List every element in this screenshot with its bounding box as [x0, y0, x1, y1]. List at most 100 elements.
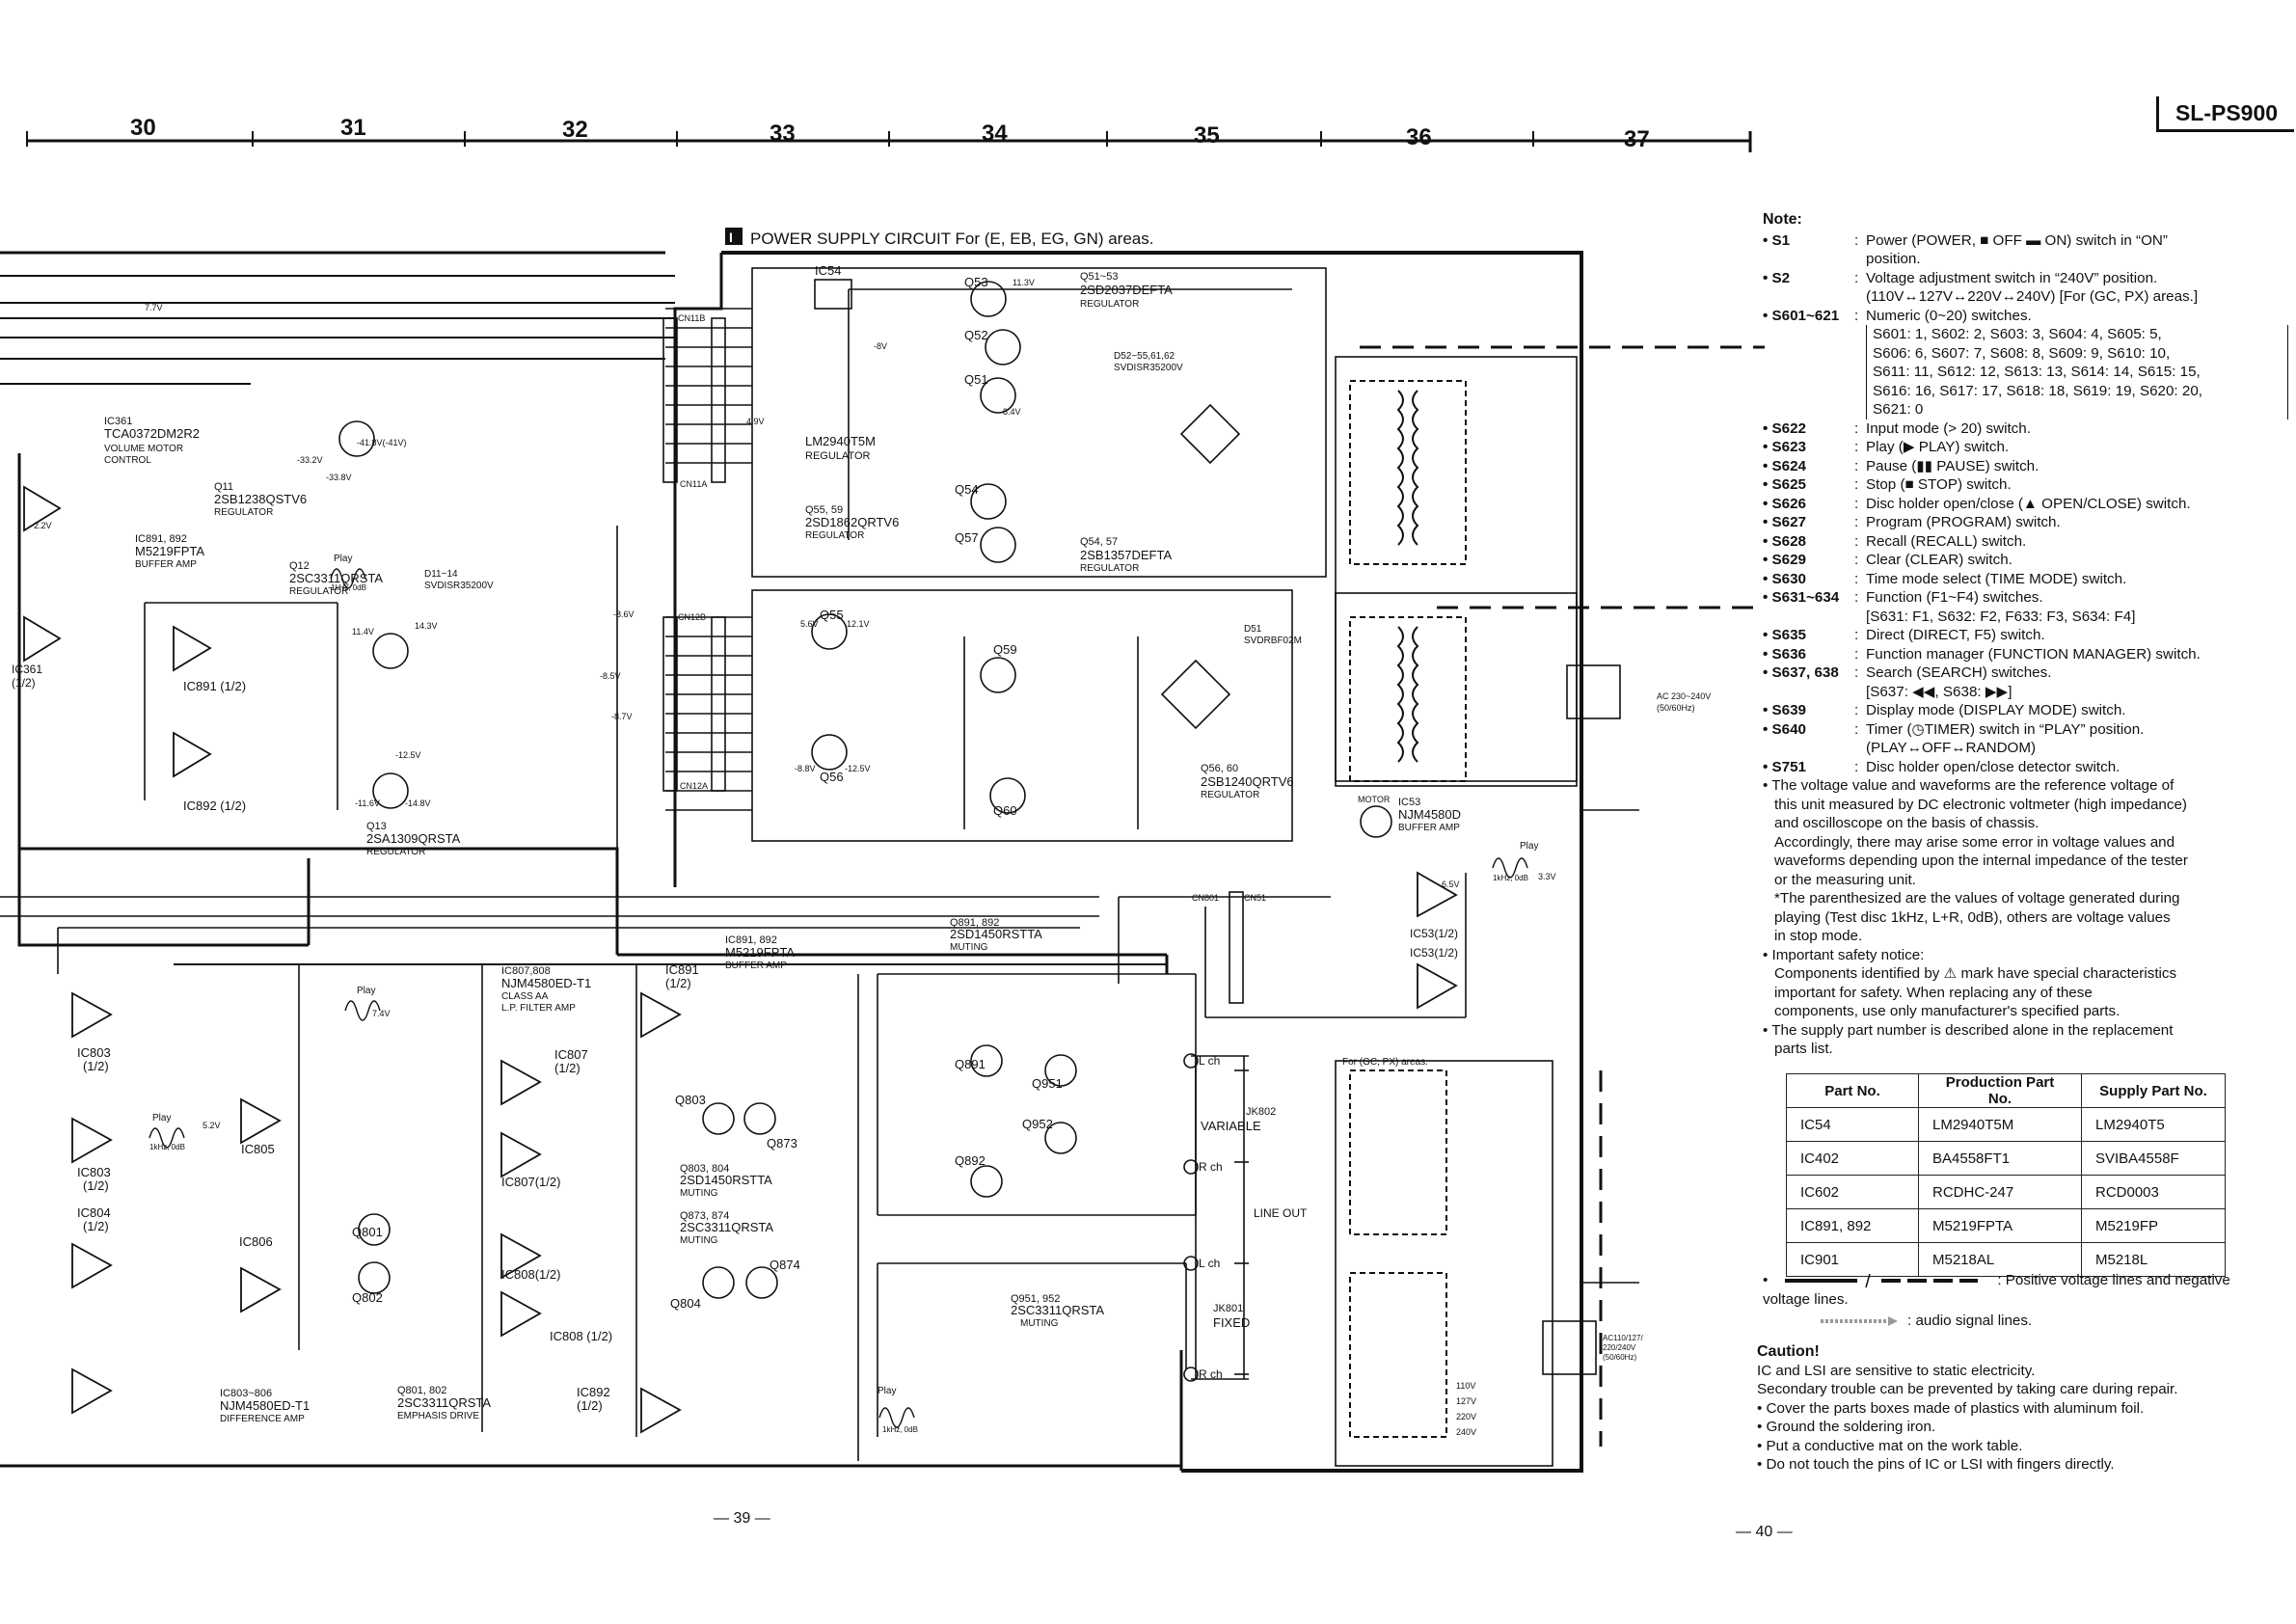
- opamp-ic807b: [500, 1131, 542, 1178]
- label-ic892b: IC892: [577, 1385, 610, 1399]
- label-q51: Q51: [964, 372, 988, 387]
- label-ic807-808: IC807,808: [501, 965, 551, 977]
- label-ic891-892: M5219FPTA: [135, 544, 204, 558]
- label-q951-952: 2SC3311QRSTA: [1011, 1303, 1104, 1317]
- transistor-q53: [970, 281, 1007, 317]
- numeric-switch-list: S601: 1, S602: 2, S603: 3, S604: 4, S605…: [1866, 325, 2288, 420]
- table-cell: IC402: [1786, 1141, 1919, 1176]
- label-q55-59: Q55, 59: [805, 504, 843, 516]
- table-cell: IC901: [1786, 1242, 1919, 1277]
- circuit-wiring: [0, 267, 1639, 1467]
- table-cell: IC602: [1786, 1175, 1919, 1209]
- label-q57: Q57: [955, 530, 979, 545]
- label-ic806: IC806: [239, 1234, 273, 1249]
- label-ic805: IC805: [241, 1142, 275, 1156]
- label-q55: Q55: [820, 608, 844, 622]
- label-ic804: (1/2): [83, 1219, 109, 1233]
- label-q56-60: REGULATOR: [1201, 790, 1259, 800]
- voltage-label: 6.5V: [1442, 880, 1460, 889]
- label-ic803-806: IC803~806: [220, 1388, 272, 1399]
- label-play: Play: [357, 986, 375, 996]
- note-text: Pause (▮▮ PAUSE) switch.: [1866, 457, 2039, 474]
- note-para: parts list.: [1774, 1041, 1833, 1057]
- motor-symbol: [1360, 805, 1392, 838]
- note-key: • S625: [1763, 476, 1807, 493]
- grid-number: 37: [1624, 126, 1650, 152]
- label-q891-892: Q891, 892: [950, 917, 999, 929]
- transformer-symbol: [1349, 380, 1467, 1438]
- note-para: components, use only manufacturer's spec…: [1774, 1003, 2120, 1019]
- note-text: Direct (DIRECT, F5) switch.: [1866, 627, 2045, 643]
- note-item: • S636:Function manager (FUNCTION MANAGE…: [1763, 645, 2288, 664]
- note-item: • S624:Pause (▮▮ PAUSE) switch.: [1763, 457, 2288, 476]
- note-item: • S627:Program (PROGRAM) switch.: [1763, 513, 2288, 532]
- note-para: waveforms depending upon the internal im…: [1774, 853, 2188, 869]
- note-item: • S631~634:Function (F1~F4) switches.[S6…: [1763, 588, 2288, 626]
- label-ic54-desc: REGULATOR: [805, 450, 870, 462]
- label-q54-57: REGULATOR: [1080, 563, 1139, 574]
- connector-cn11b: [662, 317, 678, 483]
- note-item: • S623:Play (▶ PLAY) switch.: [1763, 438, 2288, 457]
- label-r-ch: R ch: [1199, 1160, 1223, 1174]
- table-header: Supply Part No.: [2081, 1073, 2226, 1108]
- table-row: IC602 RCDHC-247 RCD0003: [1786, 1175, 2226, 1209]
- transistor-q12: [372, 633, 409, 669]
- grid-number: 33: [770, 121, 796, 147]
- connector-cn12a: [711, 616, 726, 792]
- note-text: position.: [1866, 251, 1921, 267]
- transistor-q55: [811, 613, 848, 650]
- label-q56-60: Q56, 60: [1201, 763, 1238, 774]
- opamp-ic361b: [23, 615, 62, 663]
- label-connector: CN51: [1244, 893, 1266, 903]
- transistor-q57: [980, 527, 1016, 563]
- note-para: or the measuring unit.: [1774, 871, 1916, 888]
- label-ac-in2: (50/60Hz): [1603, 1353, 1636, 1362]
- table-cell: M5218L: [2081, 1242, 2226, 1277]
- label-q892: Q892: [955, 1153, 986, 1168]
- note-item: • S628:Recall (RECALL) switch.: [1763, 532, 2288, 552]
- voltage-label: 5.2V: [203, 1121, 221, 1130]
- note-item: • S601~621: Numeric (0~20) switches.: [1763, 307, 2288, 326]
- label-ic361: TCA0372DM2R2: [104, 426, 200, 441]
- note-para: playing (Test disc 1kHz, L+R, 0dB), othe…: [1774, 908, 2171, 926]
- table-cell: IC54: [1786, 1107, 1919, 1142]
- note-item: • S639:Display mode (DISPLAY MODE) switc…: [1763, 701, 2288, 720]
- connector-jk1: [1566, 664, 1621, 719]
- label-ic53: IC53: [1398, 797, 1420, 808]
- note-key: • S627: [1763, 514, 1807, 530]
- grid-number: 31: [340, 115, 366, 141]
- label-ic53-1: IC53(1/2): [1410, 927, 1458, 940]
- voltage-label: 7.4V: [372, 1009, 391, 1018]
- label-q13: 2SA1309QRSTA: [366, 831, 461, 846]
- label-q54-57: Q54, 57: [1080, 536, 1118, 548]
- page-number-right: — 40 —: [1736, 1524, 1793, 1540]
- note-text: S601: 1, S602: 2, S603: 3, S604: 4, S605…: [1873, 326, 2162, 342]
- label-d11-14: SVDISR35200V: [424, 581, 494, 591]
- note-text: Stop (■ STOP) switch.: [1866, 476, 2012, 493]
- label-ic803-806: DIFFERENCE AMP: [220, 1414, 305, 1424]
- voltage-label: -33.2V: [297, 455, 323, 465]
- note-text: S611: 11, S612: 12, S613: 13, S614: 14, …: [1873, 364, 2201, 380]
- opamp-ic806: [240, 1266, 282, 1313]
- note-para: important for safety. When replacing any…: [1774, 984, 2093, 1001]
- voltage-label: 8.4V: [1003, 407, 1021, 417]
- note-key: • S629: [1763, 552, 1807, 568]
- label-q52: Q52: [964, 328, 988, 342]
- section-title: POWER SUPPLY CIRCUIT For (E, EB, EG, GN)…: [750, 230, 1153, 248]
- caution-line: • Cover the parts boxes made of plastics…: [1757, 1399, 2145, 1417]
- note-key: • S640: [1763, 720, 1807, 738]
- label-q56-60: 2SB1240QRTV6: [1201, 774, 1294, 789]
- table-cell: BA4558FT1: [1918, 1141, 2082, 1176]
- table-cell: LM2940T5: [2081, 1107, 2226, 1142]
- grid-ruler: [26, 131, 1752, 152]
- note-key: • S751: [1763, 758, 1807, 775]
- grid-numbers: 30 31 32 33 34 35 36 37: [130, 115, 1650, 152]
- label-q11: Q11: [214, 481, 233, 493]
- label-ic53: NJM4580D: [1398, 807, 1461, 822]
- note-text: Disc holder open/close detector switch.: [1866, 758, 2120, 775]
- note-para: Components identified by ⚠ mark have spe…: [1774, 965, 2177, 982]
- transistor-q11: [338, 420, 375, 457]
- note-para: in stop mode.: [1774, 928, 1863, 944]
- label-q951-952: Q951, 952: [1011, 1293, 1060, 1305]
- note-text: Clear (CLEAR) switch.: [1866, 552, 2012, 568]
